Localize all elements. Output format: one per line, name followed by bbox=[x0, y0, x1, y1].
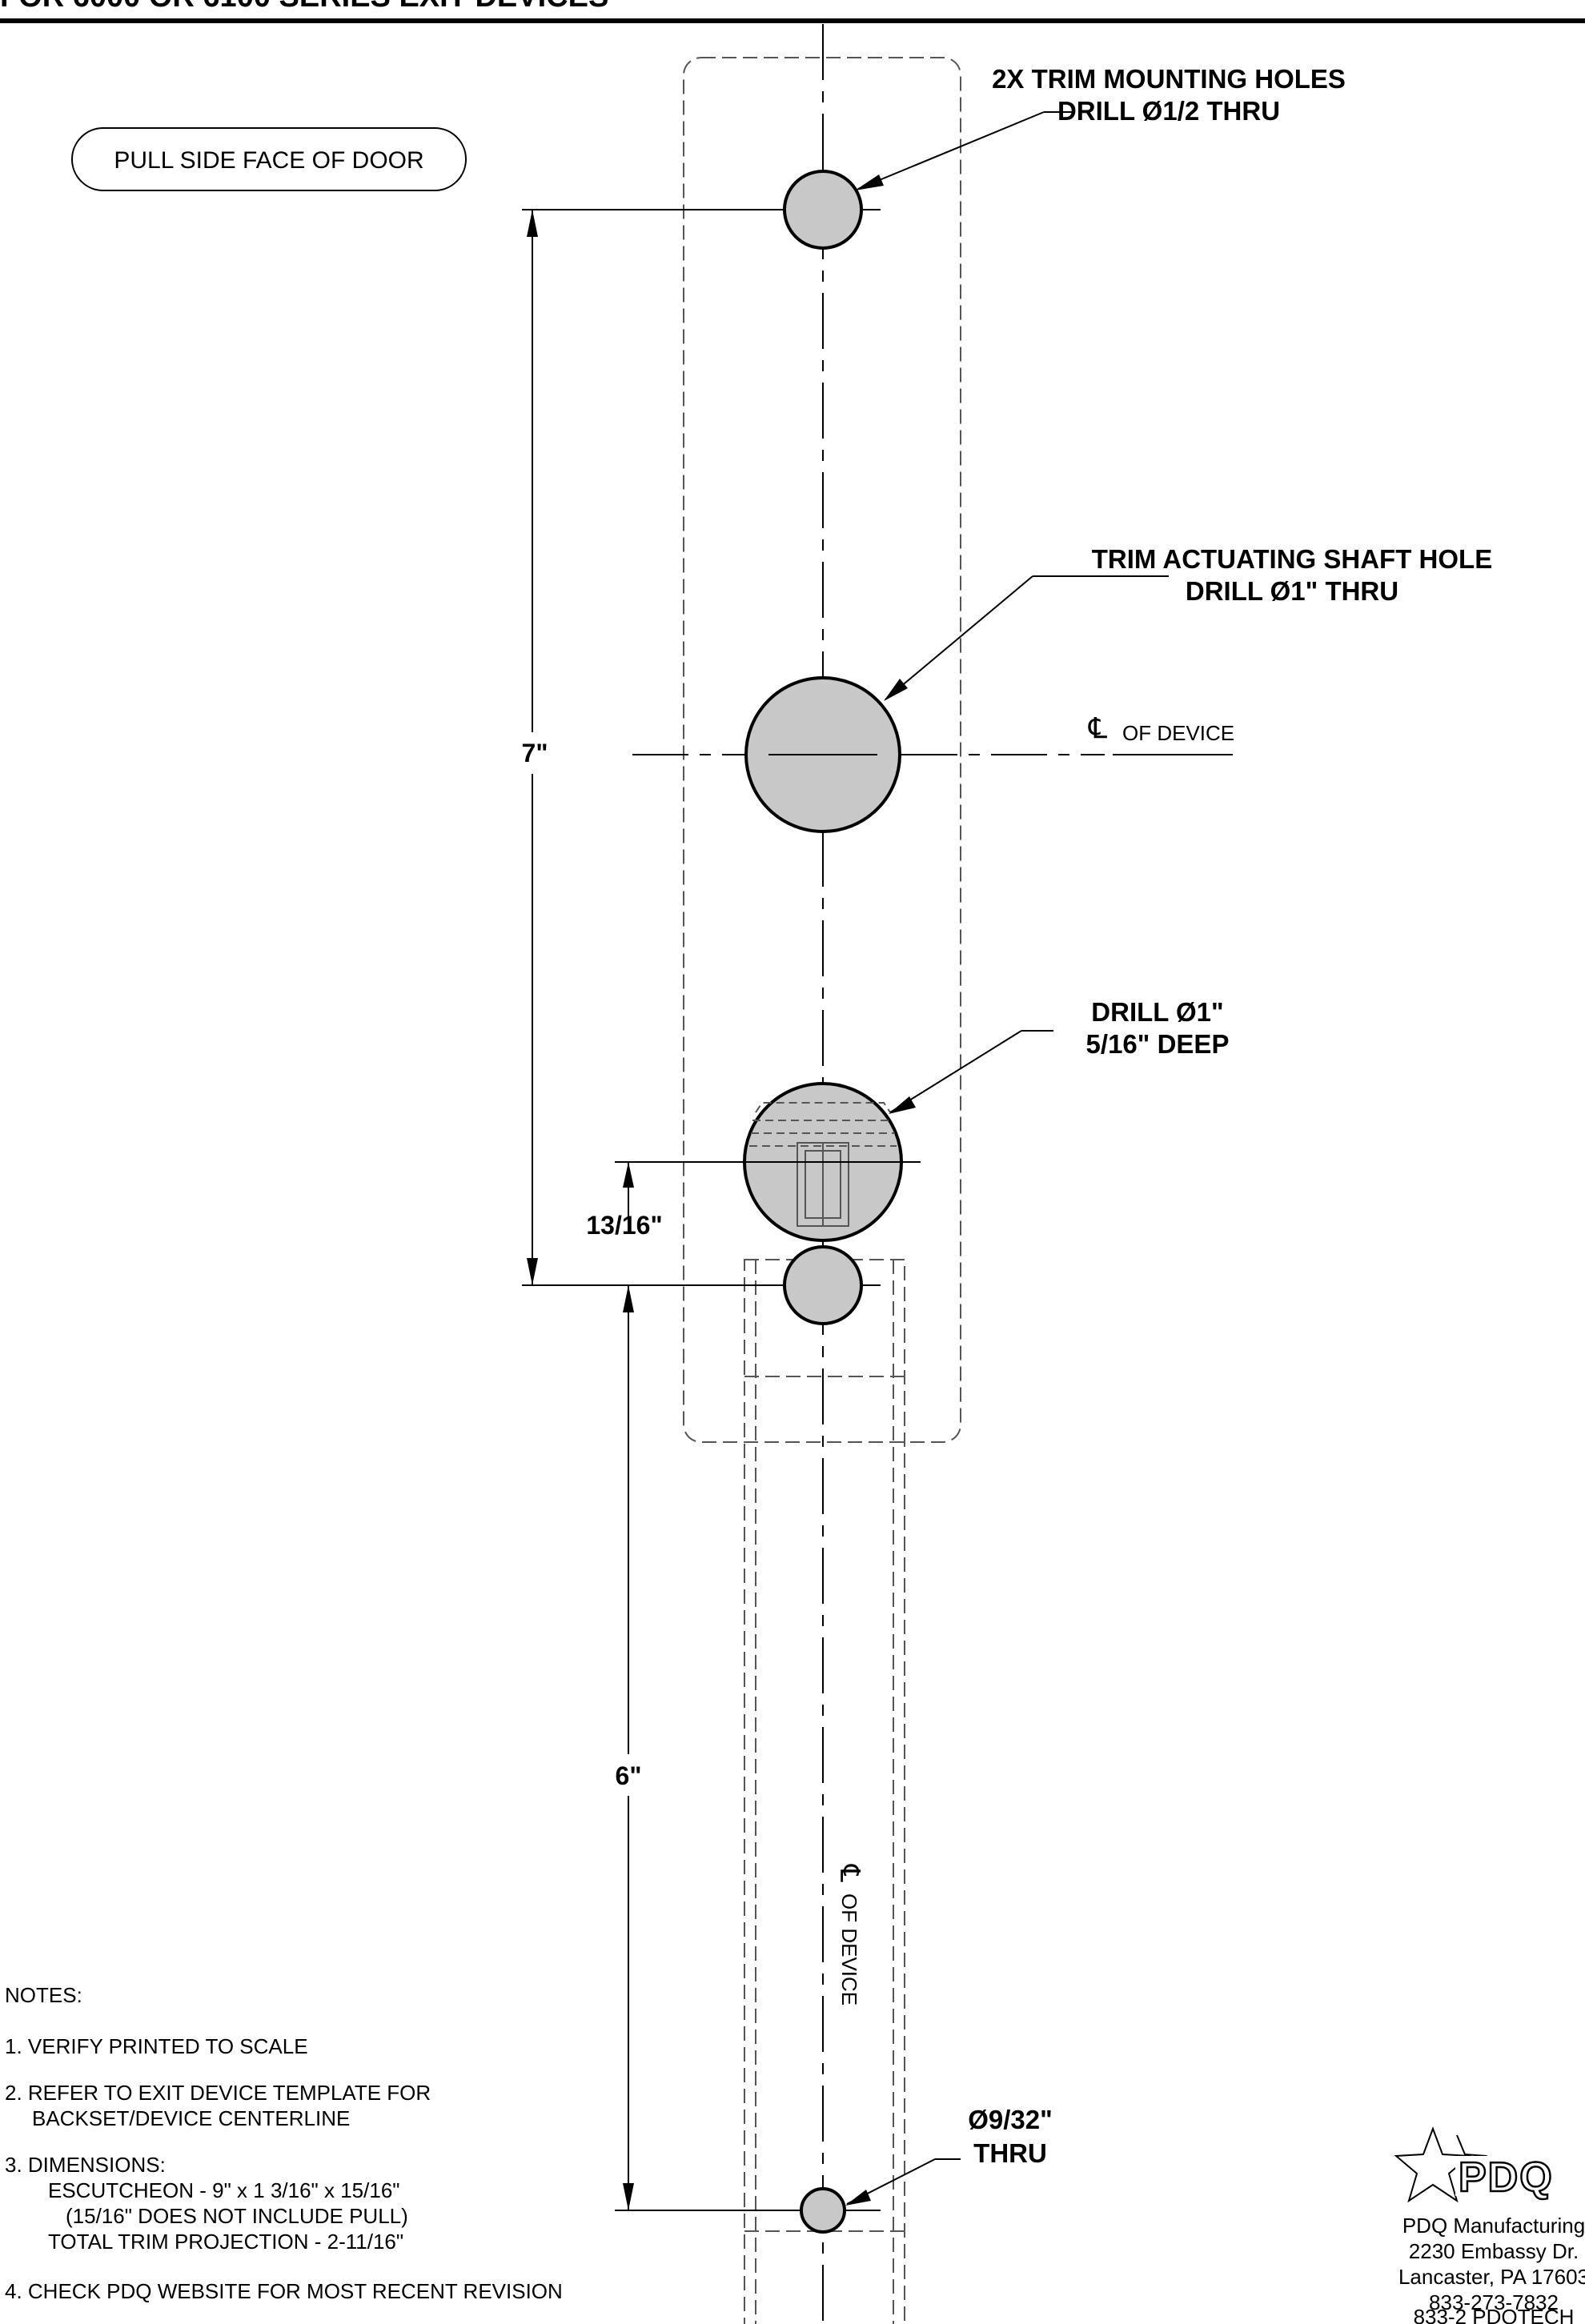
notes-heading: NOTES: bbox=[5, 1983, 82, 2007]
callout-trim-mounting-line1: 2X TRIM MOUNTING HOLES bbox=[992, 64, 1346, 94]
callout-pull-line1: Ø9/32" bbox=[968, 2105, 1053, 2134]
note-3: 3. DIMENSIONS: bbox=[5, 2153, 166, 2177]
top-mounting-hole bbox=[783, 170, 863, 250]
callout-trim-mounting-line2: DRILL Ø1/2 THRU bbox=[1057, 96, 1280, 126]
cl-symbol-icon: ℄ bbox=[1088, 711, 1107, 744]
pull-mounting-hole bbox=[800, 2187, 846, 2234]
star-icon bbox=[1394, 2126, 1472, 2203]
company-address1: 2230 Embassy Dr. bbox=[1409, 2239, 1579, 2263]
callout-shaft-line1: TRIM ACTUATING SHAFT HOLE bbox=[1092, 544, 1492, 574]
leader-deep-drill bbox=[889, 1030, 1053, 1114]
leader-shaft-hole bbox=[884, 575, 1169, 701]
pull-outline bbox=[744, 1259, 905, 2324]
dimension-13-16in bbox=[615, 1161, 743, 1232]
note-3a: ESCUTCHEON - 9" x 1 3/16" x 15/16" bbox=[48, 2178, 400, 2202]
leader-trim-mounting bbox=[855, 111, 1073, 190]
note-3c: TOTAL TRIM PROJECTION - 2-11/16" bbox=[48, 2230, 403, 2254]
notes-block: NOTES: 1. VERIFY PRINTED TO SCALE 2. REF… bbox=[5, 1983, 563, 2303]
company-phone: 833-273-7832 bbox=[1429, 2290, 1559, 2314]
face-label: PULL SIDE FACE OF DOOR bbox=[114, 147, 423, 174]
cam-detail bbox=[749, 1102, 897, 1227]
note-2b: BACKSET/DEVICE CENTERLINE bbox=[32, 2106, 350, 2130]
note-3b: (15/16" DOES NOT INCLUDE PULL) bbox=[66, 2204, 408, 2228]
escutcheon-outline bbox=[683, 57, 961, 1443]
callout-deep-line2: 5/16" DEEP bbox=[1086, 1029, 1230, 1059]
page-title: FOR 6000 OR 6100 SERIES EXIT DEVICES bbox=[0, 0, 608, 14]
callout-pull-line2: THRU bbox=[973, 2138, 1047, 2168]
dimension-7in-label: 7" bbox=[522, 739, 548, 767]
note-1: 1. VERIFY PRINTED TO SCALE bbox=[5, 2034, 308, 2058]
pdq-logo: PDQ bbox=[1394, 2126, 1583, 2203]
company-name: PDQ Manufacturing bbox=[1402, 2214, 1585, 2238]
cl-symbol-vertical-icon: ℄ bbox=[834, 1864, 865, 1882]
callout-deep-line1: DRILL Ø1" bbox=[1091, 997, 1223, 1027]
leader-pull-hole bbox=[845, 2158, 961, 2206]
company-phone-alt: 833-2 PDQTECH bbox=[1414, 2305, 1575, 2324]
cl-label-vertical-group: ℄ OF DEVICE bbox=[834, 1864, 865, 2005]
face-label-box bbox=[71, 127, 467, 191]
logo-text: PDQ bbox=[1459, 2154, 1554, 2201]
bottom-mounting-hole bbox=[783, 1245, 863, 1325]
note-2a: 2. REFER TO EXIT DEVICE TEMPLATE FOR bbox=[5, 2081, 431, 2105]
dimension-7in bbox=[503, 209, 759, 1286]
company-info: PDQ Manufacturing 2230 Embassy Dr. Lanca… bbox=[1398, 2214, 1585, 2324]
cl-label-vertical: OF DEVICE bbox=[837, 1893, 861, 2005]
company-address2: Lancaster, PA 17603 bbox=[1398, 2265, 1585, 2289]
callout-shaft-line2: DRILL Ø1" THRU bbox=[1186, 576, 1398, 606]
dimension-6in bbox=[602, 1285, 801, 2211]
cl-label-horizontal: OF DEVICE bbox=[1122, 721, 1234, 745]
dimension-6in-label: 6" bbox=[616, 1761, 642, 1790]
note-4: 4. CHECK PDQ WEBSITE FOR MOST RECENT REV… bbox=[5, 2279, 563, 2303]
dimension-13-16in-label: 13/16" bbox=[586, 1211, 662, 1240]
